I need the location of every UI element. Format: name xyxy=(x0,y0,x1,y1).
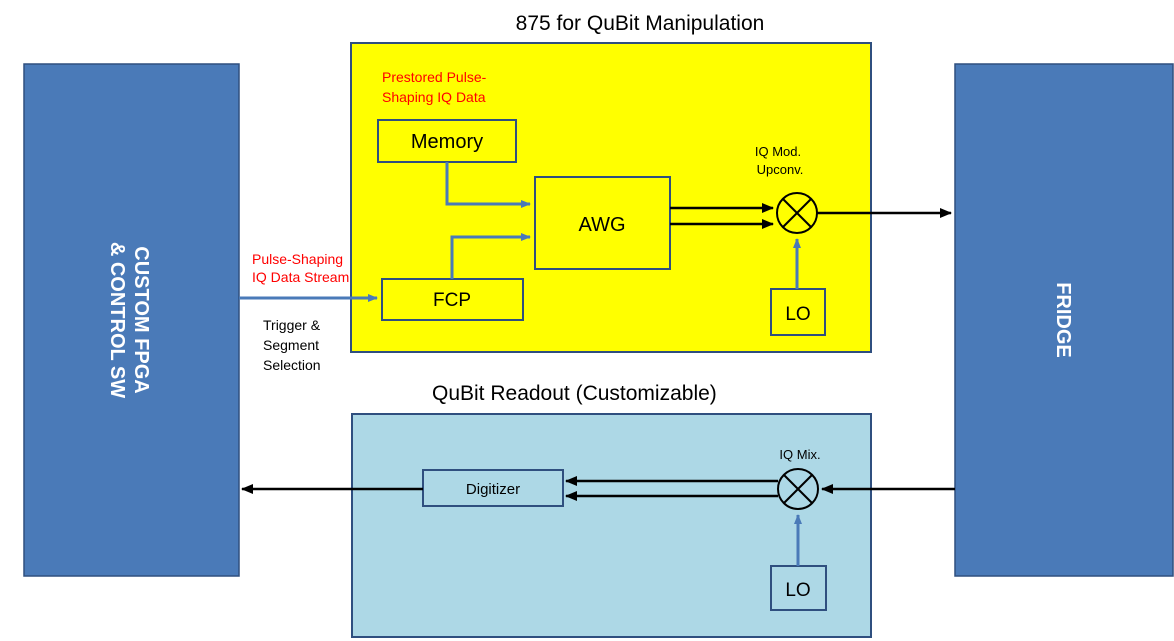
memory-label: Memory xyxy=(411,131,483,153)
awg-label: AWG xyxy=(578,214,625,236)
custom-fpga-block xyxy=(23,63,240,577)
readout-title: QuBit Readout (Customizable) xyxy=(432,382,717,405)
lo-block-top xyxy=(770,288,826,336)
iq-mix-label: IQ Mix. xyxy=(779,447,820,462)
trigger-label-line1: Trigger & xyxy=(263,317,321,333)
custom-fpga-label: CUSTOM FPGA & CONTROL SW xyxy=(106,242,152,398)
fpga-label-line1: CUSTOM FPGA xyxy=(130,246,152,393)
iq-mod-label-line1: IQ Mod. xyxy=(755,144,801,159)
manipulation-title: 875 for QuBit Manipulation xyxy=(516,12,765,35)
trigger-label-line3: Selection xyxy=(263,357,321,373)
trigger-label-line2: Segment xyxy=(263,337,319,353)
lo-label-bottom: LO xyxy=(785,580,810,601)
upconv-mixer-icon xyxy=(776,192,818,234)
prestored-label-line1: Prestored Pulse- xyxy=(382,69,487,85)
fridge-label: FRIDGE xyxy=(1052,282,1074,358)
fridge-block xyxy=(954,63,1174,577)
digitizer-block xyxy=(422,469,564,507)
fcp-to-awg-connector xyxy=(450,233,531,279)
memory-to-awg-connector xyxy=(445,162,531,208)
fcp-label: FCP xyxy=(433,290,471,311)
fpga-label-line2: & CONTROL SW xyxy=(106,242,128,398)
iq-mod-label-line2: Upconv. xyxy=(757,162,804,177)
stream-label-line1: Pulse-Shaping xyxy=(252,251,343,267)
lo-block-bottom xyxy=(770,565,827,611)
lo-label-top: LO xyxy=(785,304,810,325)
stream-label-line2: IQ Data Stream xyxy=(252,269,349,285)
memory-block xyxy=(377,119,517,163)
readout-mixer-icon xyxy=(777,468,819,510)
awg-block xyxy=(534,176,671,270)
digitizer-label: Digitizer xyxy=(466,481,520,498)
prestored-label-line2: Shaping IQ Data xyxy=(382,89,486,105)
